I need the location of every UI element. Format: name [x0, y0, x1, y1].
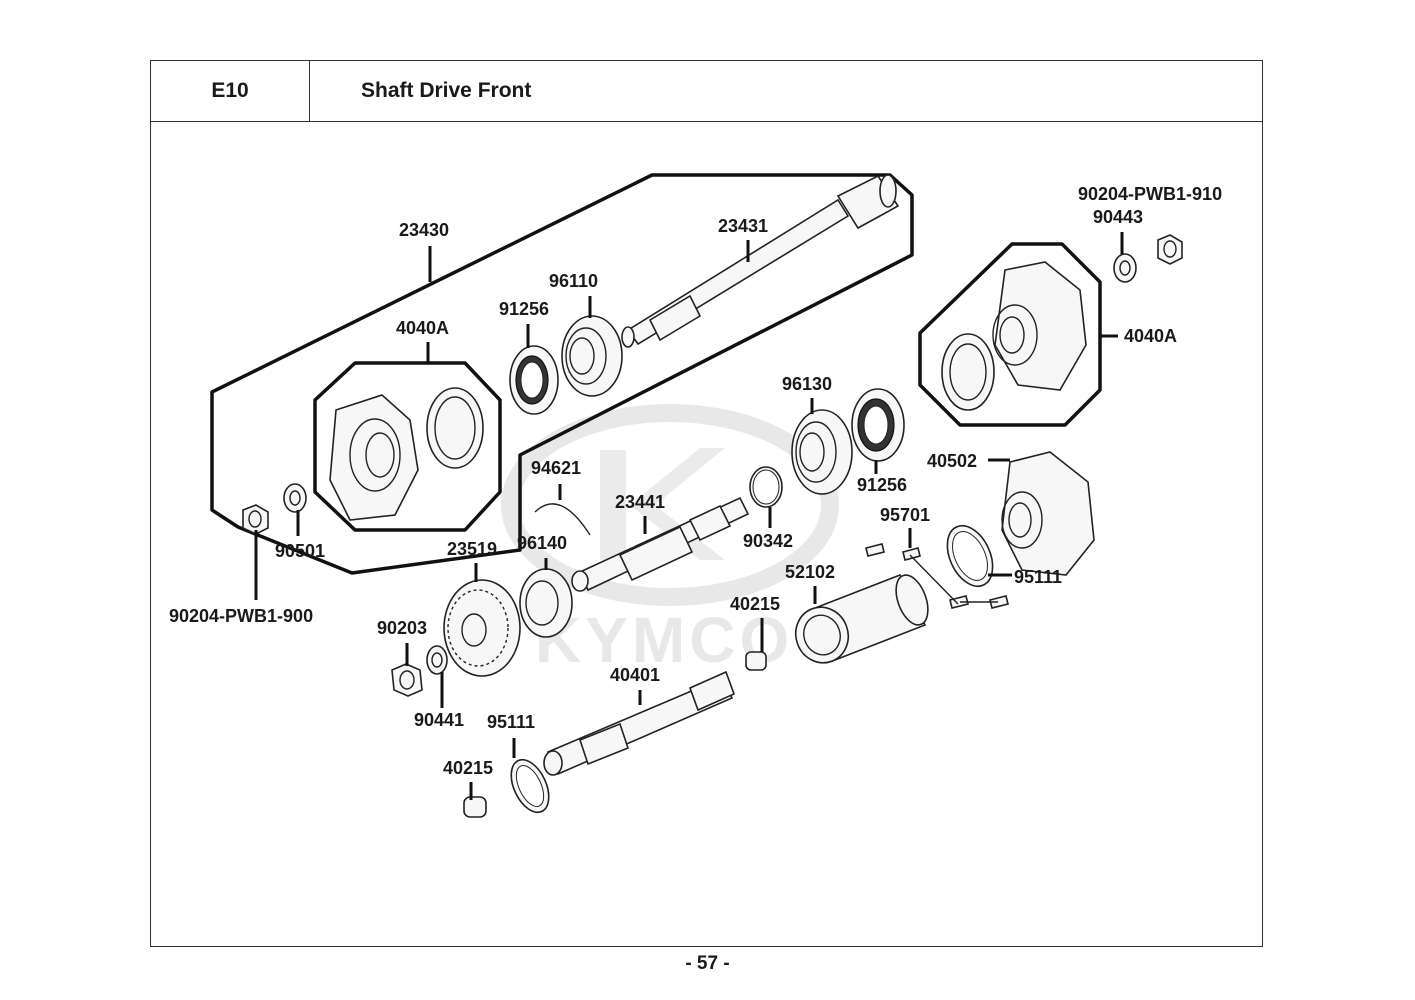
- callout-90204-PWB1-910: 90204-PWB1-910: [1078, 184, 1222, 204]
- bolts-95701: [865, 543, 1009, 609]
- plug-40215-lower: [463, 796, 487, 818]
- washer-90501: [283, 483, 307, 513]
- nut-90204-PWB1-900: [242, 504, 269, 535]
- circlip-90342: [749, 466, 783, 508]
- nut-90203: [391, 663, 423, 697]
- seal-91256-right: [851, 388, 905, 462]
- callout-91256-a: 91256: [499, 299, 549, 319]
- callout-23519: 23519: [447, 539, 497, 559]
- shaft-23431: [621, 174, 900, 348]
- clamp-95111-left: [510, 758, 550, 814]
- callout-91256-b: 91256: [857, 475, 907, 495]
- bevel-gear-23519: [443, 579, 521, 677]
- callout-23431: 23431: [718, 216, 768, 236]
- callout-96130: 96130: [782, 374, 832, 394]
- callout-90204-PWB1-900: 90204-PWB1-900: [169, 606, 313, 626]
- plug-40215-upper: [745, 651, 767, 671]
- callout-40215-b: 40215: [730, 594, 780, 614]
- callout-95111-b: 95111: [1014, 567, 1062, 587]
- callout-95111-a: 95111: [487, 712, 535, 732]
- bearing-96140: [519, 568, 573, 638]
- callout-95701: 95701: [880, 505, 930, 525]
- callout-90441: 90441: [414, 710, 464, 730]
- bracket-4040A-left: [313, 361, 502, 532]
- callout-90342: 90342: [743, 531, 793, 551]
- callout-4040A-right: 4040A: [1124, 326, 1177, 346]
- circlip-94621: [534, 503, 591, 536]
- bearing-96110: [561, 315, 623, 397]
- callout-4040A-left: 4040A: [396, 318, 449, 338]
- seal-91256-left: [509, 345, 559, 415]
- pinion-shaft-23441: [571, 496, 750, 592]
- callout-96140: 96140: [517, 533, 567, 553]
- callout-40502: 40502: [927, 451, 977, 471]
- leader-lines: [254, 232, 1124, 800]
- sleeve-52102: [794, 573, 929, 664]
- callout-90443: 90443: [1093, 207, 1143, 227]
- callout-labels: 23430 23431 96110 91256 4040A 90501 9020…: [169, 184, 1222, 778]
- callout-90501: 90501: [275, 541, 325, 561]
- callout-40215-a: 40215: [443, 758, 493, 778]
- nut-90204-PWB1-910: [1157, 234, 1183, 265]
- callout-96110: 96110: [549, 271, 598, 291]
- clamp-95111-right: [946, 524, 994, 588]
- callout-23441: 23441: [615, 492, 665, 512]
- section-code: E10: [150, 60, 310, 122]
- callout-23430: 23430: [399, 220, 449, 240]
- flange-4040A-left: [329, 387, 484, 521]
- output-shaft-40401: [543, 670, 736, 776]
- callout-90203: 90203: [377, 618, 427, 638]
- bracket-23430: [210, 173, 914, 575]
- diagram-frame: [150, 60, 1263, 947]
- callout-40401: 40401: [610, 665, 660, 685]
- washer-90443: [1113, 253, 1137, 283]
- bracket-4040A-right: [918, 242, 1102, 427]
- flange-40502: [1001, 451, 1095, 576]
- callout-94621: 94621: [531, 458, 581, 478]
- bearing-96130: [791, 409, 853, 495]
- callout-52102: 52102: [785, 562, 835, 582]
- section-title: Shaft Drive Front: [309, 60, 1263, 122]
- page-number: - 57 -: [685, 953, 730, 974]
- flange-4040A-right: [941, 261, 1087, 411]
- washer-90441: [426, 645, 448, 675]
